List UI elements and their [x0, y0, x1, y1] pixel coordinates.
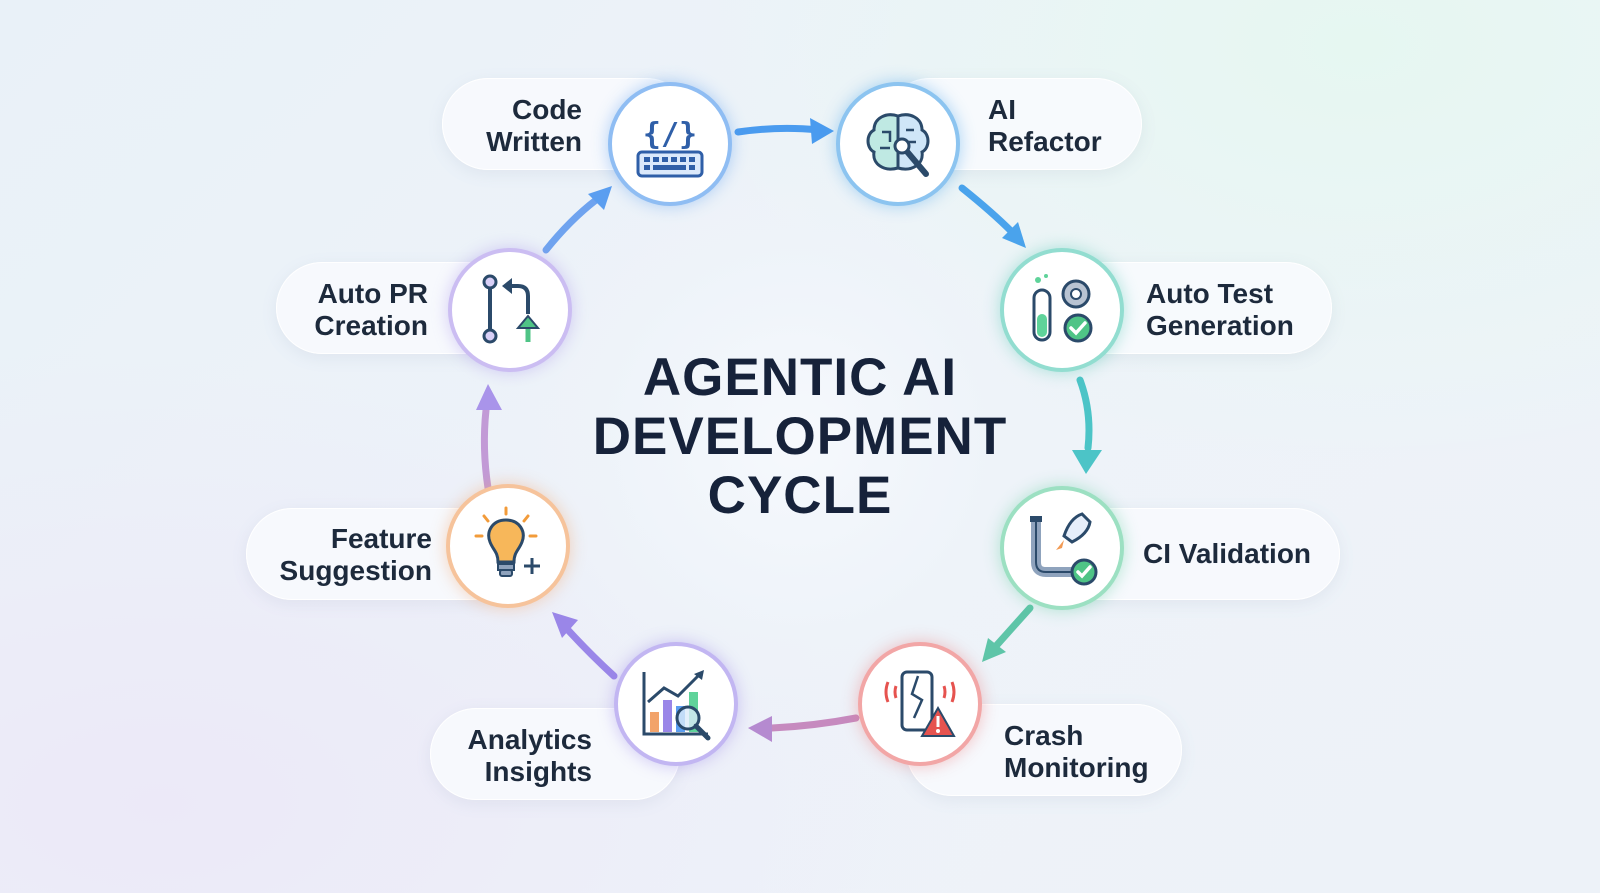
step-label-auto-test-generation: Auto Test Generation	[1146, 278, 1294, 341]
step-node-feature-suggestion	[446, 484, 570, 608]
step-label-crash-monitoring: Crash Monitoring	[1004, 720, 1149, 783]
arrow-analytics-to-feature	[564, 626, 618, 680]
arrow-code-to-refactor	[734, 124, 822, 136]
brain-wrench-icon	[866, 113, 930, 177]
arrow-refactor-to-test	[958, 184, 1016, 236]
arrow-test-to-ci	[1076, 376, 1093, 452]
arrow-feature-to-pr	[480, 406, 492, 492]
step-node-code-written: {/}	[608, 82, 732, 206]
title-line-3: CYCLE	[707, 466, 893, 525]
step-node-auto-pr-creation	[448, 248, 572, 372]
arrow-ci-to-crash	[992, 604, 1034, 650]
title-line-2: DEVELOPMENT	[592, 407, 1008, 466]
step-label-auto-pr-creation: Auto PR Creation	[314, 278, 428, 341]
step-node-analytics-insights	[614, 642, 738, 766]
diagram-title: AGENTIC AI DEVELOPMENT CYCLE	[560, 348, 1040, 525]
chart-magnifier-icon	[642, 670, 711, 741]
step-node-crash-monitoring	[858, 642, 982, 766]
title-line-1: AGENTIC AI	[642, 348, 958, 407]
arrow-crash-to-analytics	[768, 714, 860, 732]
step-label-analytics-insights: Analytics Insights	[467, 724, 593, 787]
pull-request-icon	[482, 274, 541, 344]
step-label-ci-validation: CI Validation	[1143, 538, 1312, 569]
arrow-pr-to-code	[542, 196, 600, 254]
lightbulb-plus-icon	[474, 506, 540, 577]
step-label-code-written: Code Written	[486, 94, 582, 157]
step-label-ai-refactor: AI Refactor	[988, 94, 1102, 157]
step-label-feature-suggestion: Feature Suggestion	[279, 523, 432, 586]
step-node-ai-refactor	[836, 82, 960, 206]
test-tube-gear-check-icon	[1032, 274, 1093, 343]
step-node-auto-test-generation	[1000, 248, 1124, 372]
svg-text:{/}: {/}	[643, 117, 697, 152]
code-keyboard-icon: {/}	[636, 117, 704, 178]
broken-phone-alert-icon	[884, 670, 956, 737]
pipeline-rocket-icon	[1030, 512, 1098, 586]
step-node-ci-validation	[1000, 486, 1124, 610]
